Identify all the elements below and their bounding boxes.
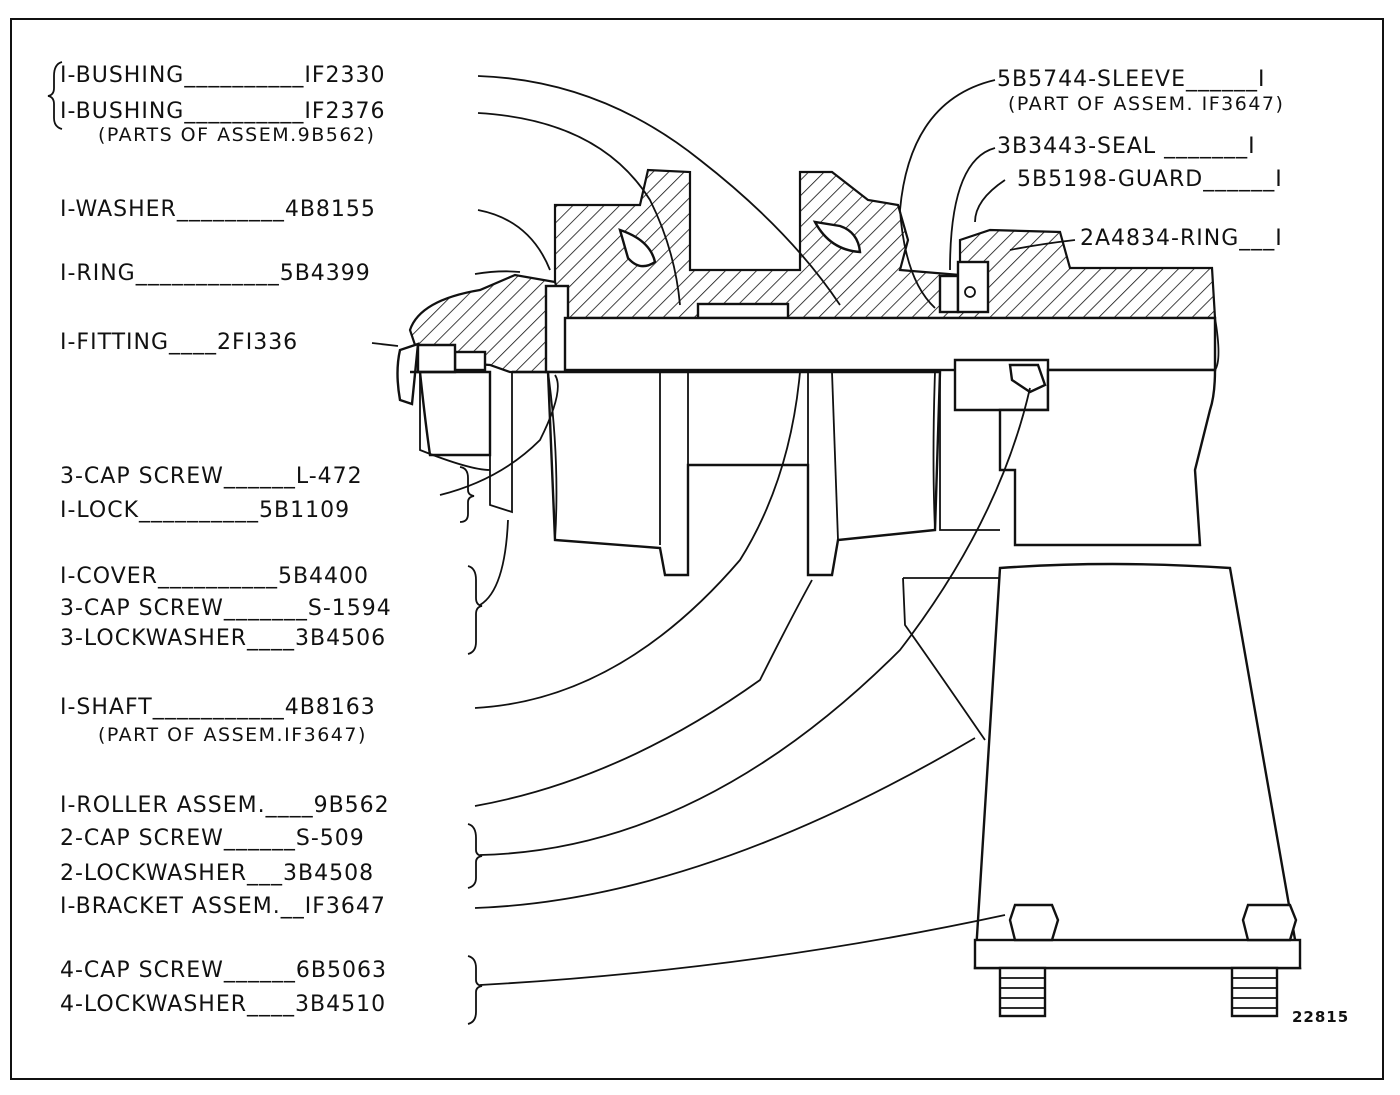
label-cover: I-COVER__________5B4400 — [60, 564, 370, 589]
label-bushing-1f2376: I-BUSHING__________IF2376 — [60, 99, 386, 124]
label-washer: I-WASHER_________4B8155 — [60, 197, 376, 222]
label-lock: I-LOCK__________5B1109 — [60, 498, 351, 523]
label-bracket-assem: I-BRACKET ASSEM.__IF3647 — [60, 894, 386, 919]
label-fitting: I-FITTING____2FI336 — [60, 330, 299, 355]
label-lockwasher-3b4506: 3-LOCKWASHER____3B4506 — [60, 626, 387, 651]
label-cap-screw-s1594: 3-CAP SCREW_______S-1594 — [60, 596, 392, 621]
label-guard: 5B5198-GUARD______I — [1017, 167, 1283, 192]
label-shaft-note: (PART OF ASSEM.IF3647) — [98, 724, 367, 746]
roller-body — [512, 358, 1217, 577]
label-cap-screw-6b5063: 4-CAP SCREW______6B5063 — [60, 958, 387, 983]
bracket — [902, 562, 1302, 1018]
label-bushing-1f2330: I-BUSHING__________IF2330 — [60, 63, 386, 88]
label-roller-assem: I-ROLLER ASSEM.____9B562 — [60, 793, 390, 818]
label-ring-2a4834: 2A4834-RING___I — [1080, 226, 1283, 251]
leader-lines-right — [899, 79, 1076, 309]
label-bushings-note: (PARTS OF ASSEM.9B562) — [98, 124, 376, 146]
leader-lines-left — [371, 75, 1031, 986]
figure-number: 22815 — [1292, 1008, 1350, 1026]
shaft — [563, 316, 1220, 372]
figure-border — [10, 18, 1384, 1080]
end-cover — [396, 273, 570, 514]
label-braces — [47, 61, 483, 1025]
label-shaft: I-SHAFT___________4B8163 — [60, 695, 376, 720]
label-cap-screw-s509: 2-CAP SCREW______S-509 — [60, 826, 365, 851]
label-cap-screw-l472: 3-CAP SCREW______L-472 — [60, 464, 363, 489]
label-seal: 3B3443-SEAL _______I — [997, 134, 1256, 159]
label-sleeve-note: (PART OF ASSEM. IF3647) — [1008, 93, 1285, 115]
label-lockwasher-3b4508: 2-LOCKWASHER___3B4508 — [60, 861, 375, 886]
label-ring: I-RING____________5B4399 — [60, 261, 371, 286]
label-sleeve: 5B5744-SLEEVE______I — [997, 67, 1266, 92]
roller-hub-section — [553, 168, 1217, 320]
label-lockwasher-3b4510: 4-LOCKWASHER____3B4510 — [60, 992, 387, 1017]
